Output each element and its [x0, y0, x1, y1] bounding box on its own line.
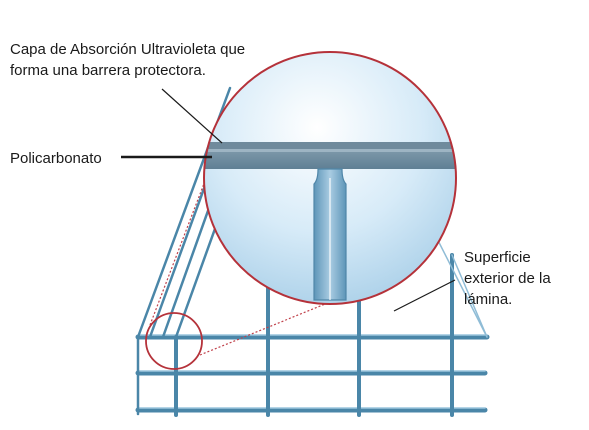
polycarbonate-label: Policarbonato [10, 150, 102, 167]
outer-surface-label-line-2: exterior de la [464, 270, 551, 287]
leader-lines [121, 88, 456, 312]
uv-layer-band [204, 142, 456, 149]
polycarbonate-band [204, 149, 456, 169]
uv-leader-line [161, 88, 223, 144]
surface-leader-line [393, 279, 456, 312]
magnified-section-bubble [203, 51, 457, 305]
uv-layer-label-line-1: Capa de Absorción Ultravioleta que [10, 41, 246, 58]
outer-surface-label-line-3: lámina. [464, 291, 513, 308]
bubble-outline [203, 51, 457, 305]
outer-surface-label-line-1: Superficie [464, 249, 531, 266]
small-magnifier-ring [145, 312, 203, 370]
multiwall-grid [135, 86, 490, 417]
outer-surface-label: Superficie exterior de la lámina. [464, 247, 551, 310]
uv-layer-label-line-2: forma una barrera protectora. [10, 62, 206, 79]
uv-layer-label: Capa de Absorción Ultravioleta que forma… [10, 39, 245, 81]
grid-horizontal-bars [135, 334, 490, 413]
grid-horizontal-bars-highlight [137, 334, 488, 409]
